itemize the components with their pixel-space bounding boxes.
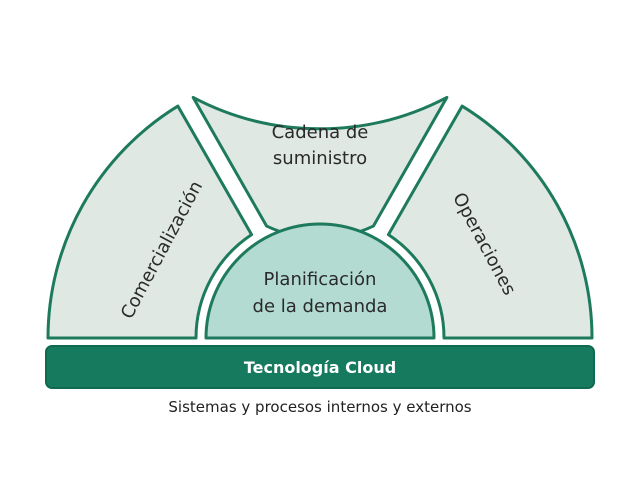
segment-cadena-label-2: suministro [272, 148, 368, 169]
caption: Sistemas y procesos internos y externos [168, 398, 472, 416]
center-label-1: Planificación [263, 269, 377, 290]
bar-label: Tecnología Cloud [243, 357, 397, 377]
sector-operaciones [386, 104, 594, 340]
center-label-2: de la demanda [252, 296, 388, 317]
tecnologia-cloud-bar: Tecnología Cloud [45, 345, 595, 389]
sector-planificacion-demanda [204, 222, 436, 340]
segment-cadena-label-1: Cadena de [271, 122, 369, 143]
sector-comercializacion [46, 104, 254, 340]
